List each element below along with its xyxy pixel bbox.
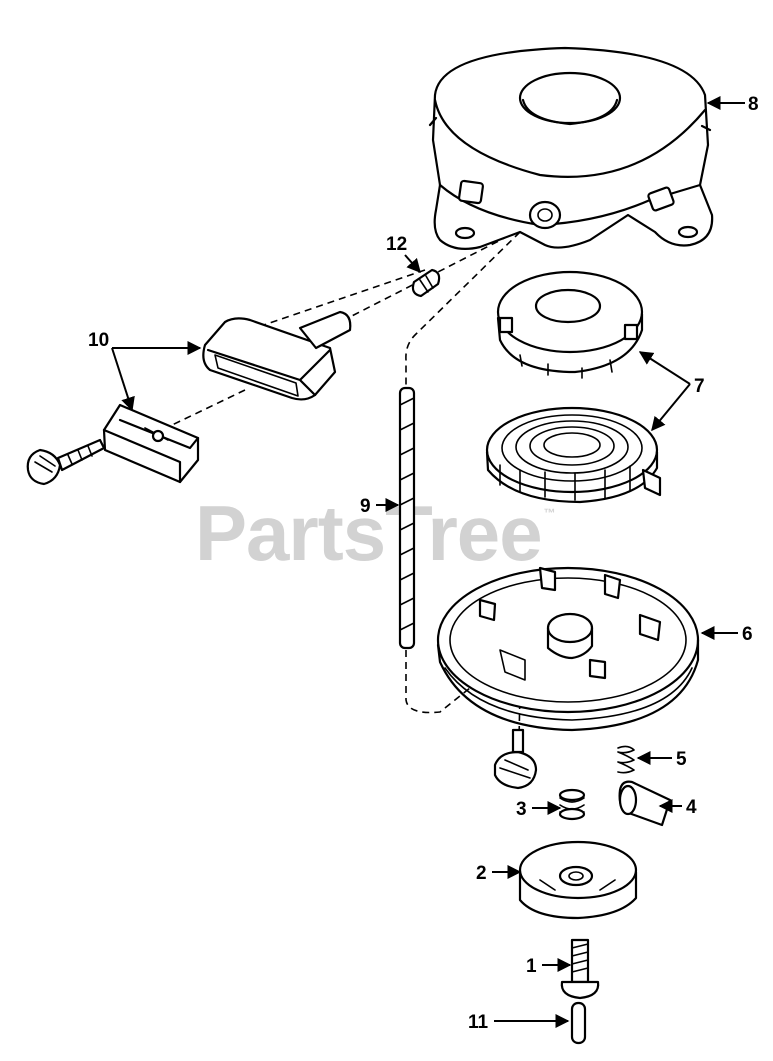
handle-screw — [26, 438, 106, 486]
part-10-starter-handle — [102, 310, 352, 484]
callout-8: 8 — [748, 94, 759, 115]
callout-9: 9 — [360, 496, 371, 517]
part-4-pawl — [618, 780, 672, 827]
callout-leaders — [111, 96, 745, 1028]
part-6-pulley — [436, 566, 700, 732]
part-2-retainer — [518, 840, 638, 920]
callout-1: 1 — [526, 956, 537, 977]
callout-4: 4 — [686, 797, 697, 818]
callout-2: 2 — [476, 863, 487, 884]
callout-11: 11 — [468, 1012, 489, 1033]
callout-7: 7 — [694, 376, 705, 397]
callout-labels: 8 12 7 10 9 6 5 3 4 2 1 11 — [88, 94, 759, 1033]
callout-10: 10 — [88, 330, 109, 351]
part-12-rope-insert — [411, 268, 441, 298]
callout-5: 5 — [676, 749, 687, 770]
part-5-spring — [617, 745, 635, 774]
callout-6: 6 — [742, 624, 753, 645]
part-9-starter-rope — [398, 386, 416, 650]
pawl-screw — [493, 728, 538, 790]
part-7-recoil-spring-assembly — [485, 270, 662, 504]
callout-3: 3 — [516, 799, 527, 820]
callout-12: 12 — [386, 234, 407, 255]
part-11-pin — [570, 1001, 587, 1045]
part-3-spring — [558, 788, 586, 821]
part-1-center-screw — [560, 938, 600, 1000]
part-8-starter-housing — [428, 46, 714, 250]
